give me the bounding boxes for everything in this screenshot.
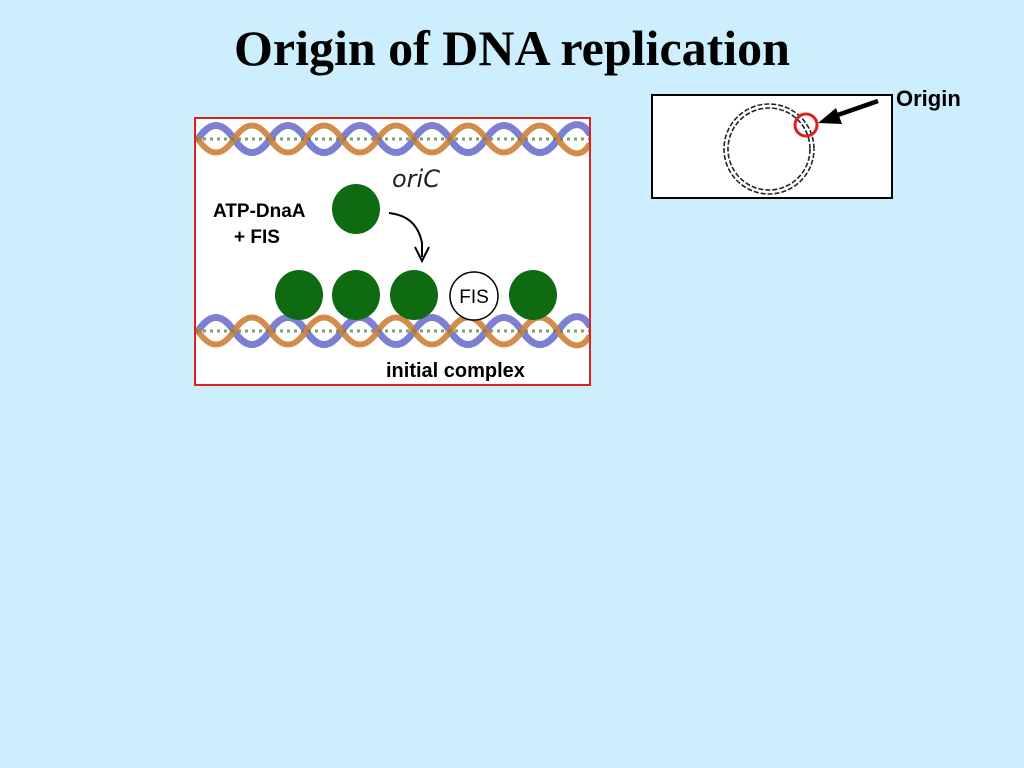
- dna-replication-diagram: oriC ATP-DnaA + FIS FIS initial complex: [194, 117, 591, 386]
- slide-title: Origin of DNA replication: [233, 20, 790, 76]
- circular-chromosome-inset: [651, 94, 893, 199]
- dna-helix-bottom: [196, 313, 589, 349]
- origin-label: Origin: [896, 86, 961, 111]
- fis-protein: [449, 271, 499, 321]
- dna-helix-top: [196, 121, 589, 157]
- origin-marker-circle: [793, 112, 819, 138]
- atp-dnaa-label: ATP-DnaA: [213, 201, 306, 222]
- plus-fis-label: + FIS: [234, 227, 280, 248]
- bound-dnaa-protein-3: [390, 270, 438, 320]
- circular-dna-icon: [723, 103, 815, 195]
- bound-dnaa-protein-2: [332, 270, 380, 320]
- initial-complex-label: initial complex: [386, 360, 525, 382]
- free-dnaa-protein: [332, 184, 380, 234]
- binding-arrow-icon: [388, 212, 430, 264]
- oric-label: oriC: [392, 165, 440, 193]
- diagram-canvas: oriC ATP-DnaA + FIS FIS initial complex: [196, 121, 589, 382]
- bound-dnaa-protein-4: [509, 270, 557, 320]
- fis-label: FIS: [459, 287, 489, 308]
- bound-dnaa-protein-1: [275, 270, 323, 320]
- plasmid-canvas: [723, 103, 819, 195]
